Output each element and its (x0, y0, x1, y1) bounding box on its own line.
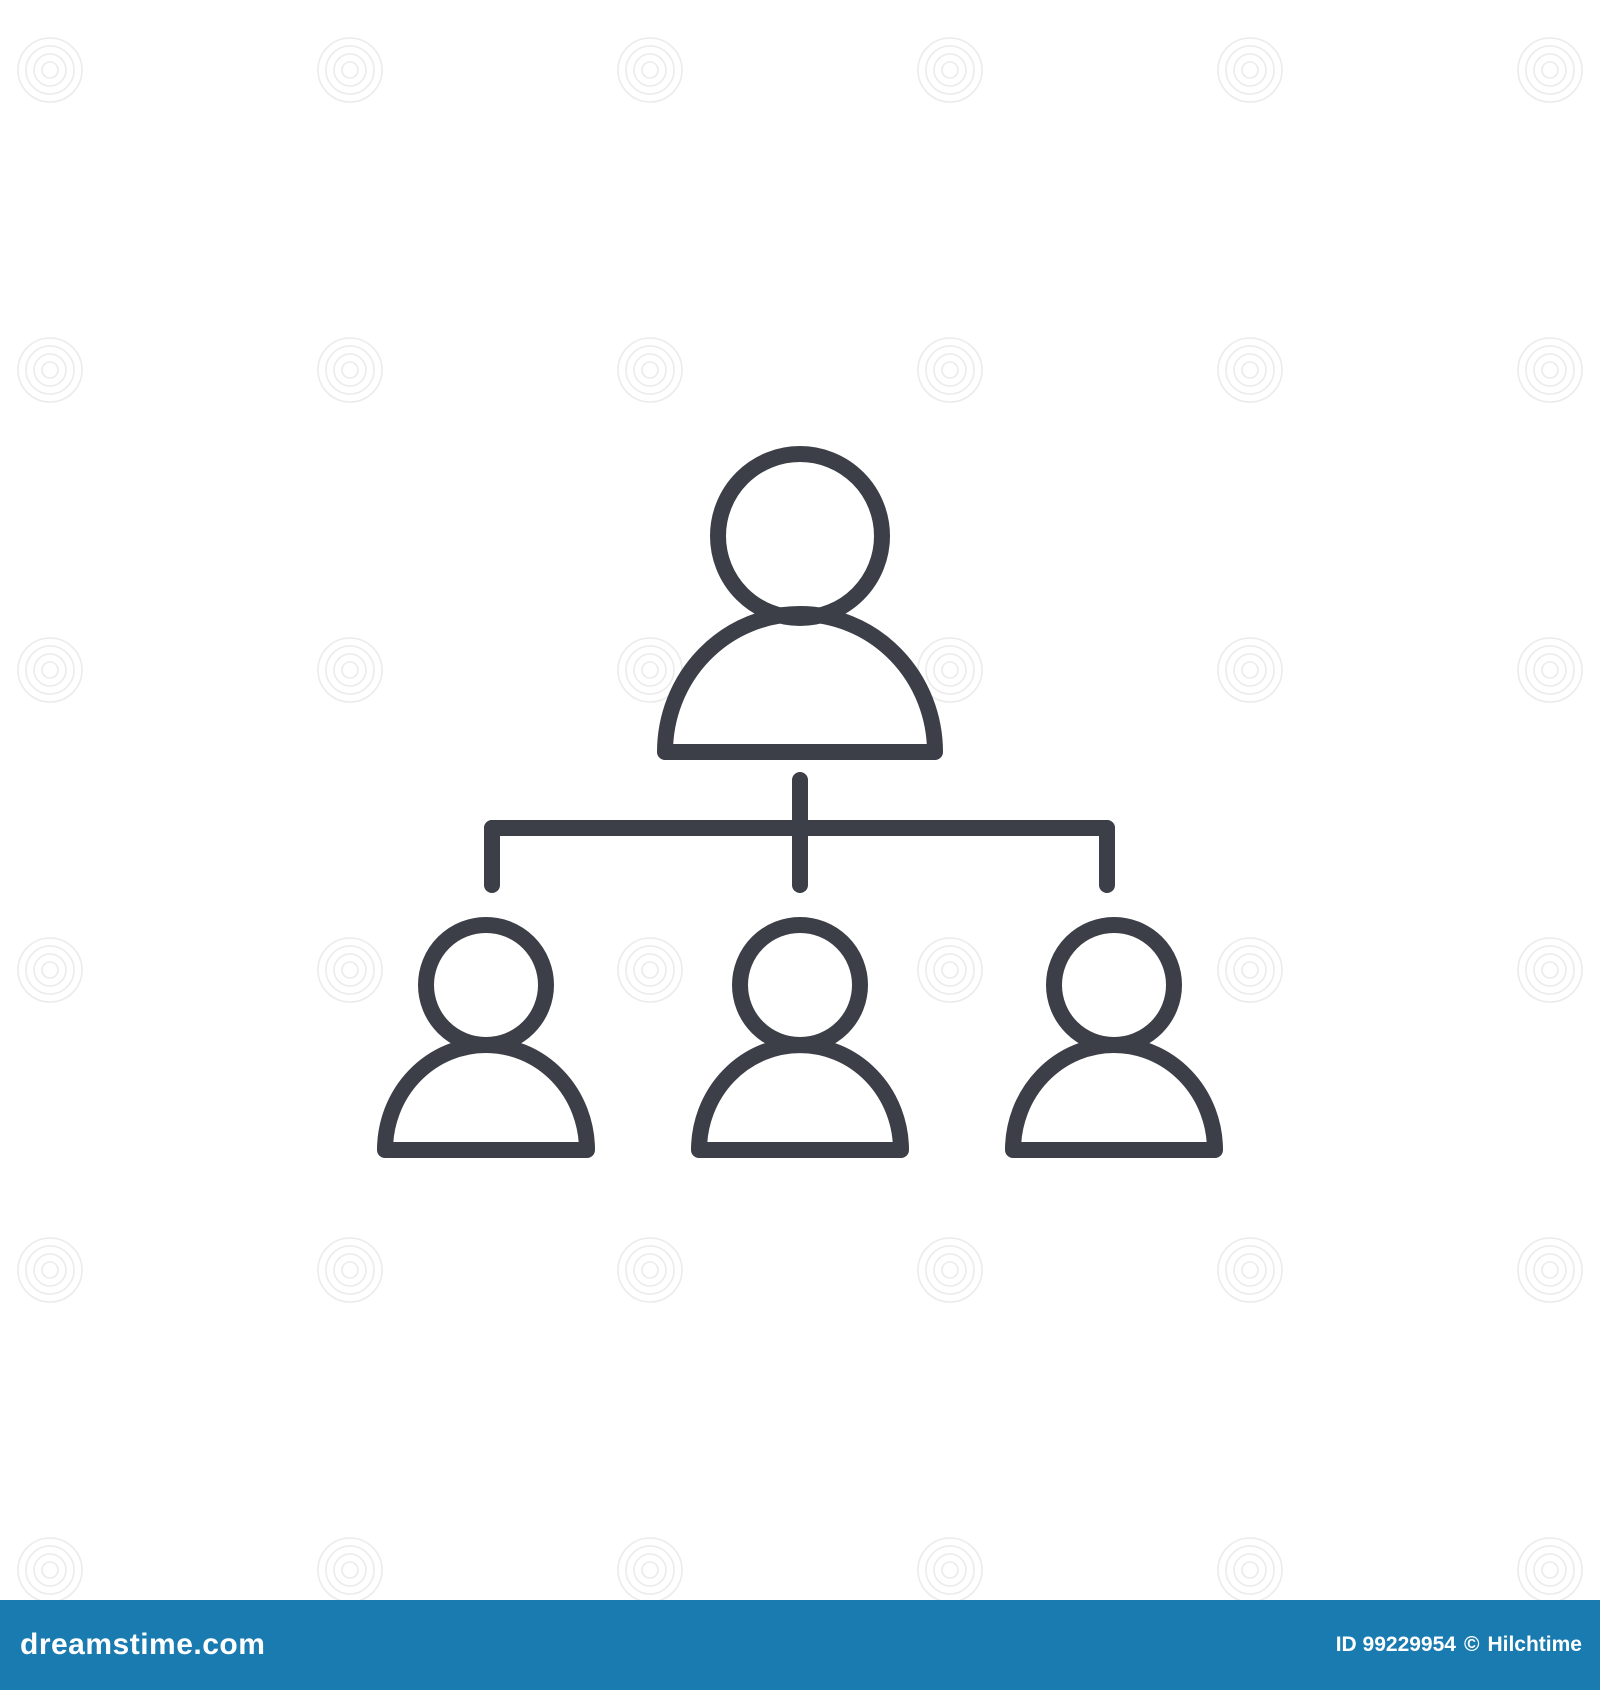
employee-person-icon-left (377, 917, 595, 1158)
copyright-symbol: © (1463, 1633, 1480, 1656)
brand-logo-text: dreamstime.com (20, 1628, 266, 1661)
manager-body (657, 606, 943, 760)
image-credit: ID 99229954 © Hilchtime (1336, 1633, 1582, 1657)
manager-person-icon (657, 446, 943, 760)
author-name: Hilchtime (1487, 1633, 1582, 1656)
organization-hierarchy-icon (377, 446, 1223, 1158)
manager-head (710, 446, 890, 626)
hierarchy-connector-lines (484, 772, 1115, 893)
image-id: ID 99229954 (1335, 1633, 1456, 1656)
employee-person-icon-center (691, 917, 909, 1158)
employee-person-icon-right (1005, 917, 1223, 1158)
footer-bar: dreamstime.com ID 99229954 © Hilchtime (0, 1600, 1600, 1690)
dreamstime-logo: dreamstime.com (20, 1628, 265, 1662)
